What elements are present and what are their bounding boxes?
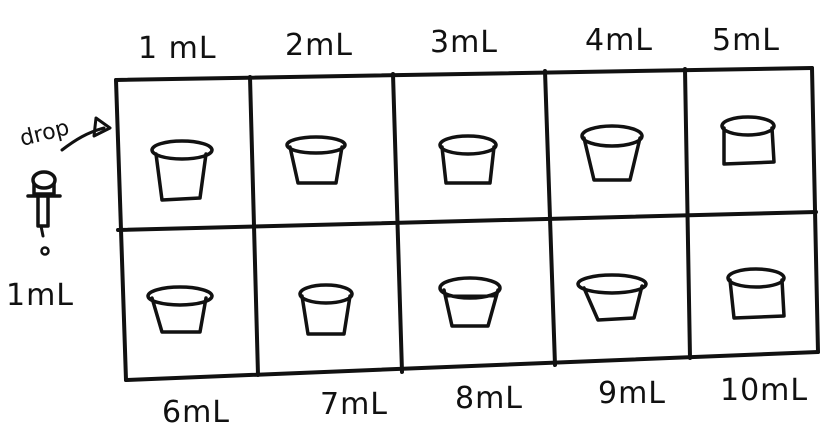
grid-middle-line [118,212,816,230]
cup-icon [300,285,352,334]
grid-bottom-line [126,352,818,380]
cup-icon [578,275,646,320]
cup-icon [152,141,212,200]
top-label-5: 5mL [712,23,780,58]
drop-amount-label: 1mL [6,278,74,313]
bottom-label-7: 7mL [320,387,388,422]
well-grid [116,68,818,380]
drop-label: drop [17,115,72,151]
cup-icon [287,137,345,183]
top-label-1: 1 mL [138,31,217,66]
top-label-4: 4mL [585,23,653,58]
dropper-icon [28,172,60,255]
cup-icon [440,136,496,183]
bottom-label-6: 6mL [162,395,230,430]
cup-icon [440,278,500,326]
top-labels: 1 mL 2mL 3mL 4mL 5mL [138,23,780,66]
top-label-2: 2mL [285,28,353,63]
cup-icon [582,126,642,180]
grid-right-line [812,68,818,352]
cups-top-row [152,117,774,200]
cup-icon [728,269,784,318]
grid-divider-4 [685,69,690,358]
dropper-annotation: drop 1mL [6,115,110,313]
bottom-label-10: 10mL [720,373,808,408]
bottom-label-9: 9mL [598,376,666,411]
grid-top-line [116,68,812,80]
cup-icon [722,117,774,164]
top-label-3: 3mL [430,25,498,60]
bottom-label-8: 8mL [455,381,523,416]
bottom-labels: 6mL 7mL 8mL 9mL 10mL [162,373,808,430]
cup-icon [148,287,212,332]
